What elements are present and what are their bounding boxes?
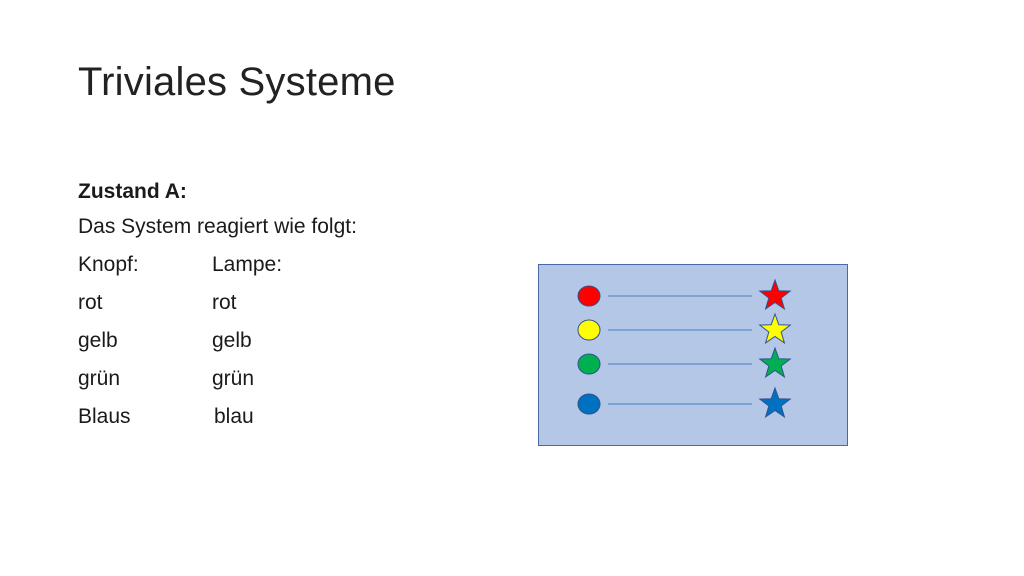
- circle-button-icon: [577, 285, 601, 307]
- star-lamp-icon: [758, 312, 792, 345]
- row-lamp-value: gelb: [212, 329, 252, 352]
- system-diagram: [538, 264, 848, 446]
- slide-title: Triviales Systeme: [78, 60, 396, 104]
- system-diagram-svg: [538, 264, 848, 446]
- row-lamp-value: grün: [212, 367, 255, 390]
- header-lampe: Lampe:: [212, 253, 283, 276]
- state-heading: Zustand A:: [78, 180, 187, 203]
- table-row: gelb gelb: [78, 322, 357, 360]
- table-row: rot rot: [78, 284, 357, 322]
- intro-text: Das System reagiert wie folgt:: [78, 215, 357, 238]
- circle-button-icon: [577, 319, 601, 341]
- table-row: grün grün: [78, 360, 357, 398]
- row-lamp-value: rot: [212, 291, 237, 314]
- row-button-value: gelb: [78, 329, 118, 352]
- row-button-value: grün: [78, 367, 121, 390]
- circle-button-icon: [577, 353, 601, 375]
- header-knopf: Knopf:: [78, 253, 139, 276]
- star-lamp-icon: [758, 278, 792, 311]
- table-header-row: Knopf: Lampe:: [78, 246, 357, 284]
- row-button-value: Blaus: [78, 405, 131, 428]
- row-lamp-value: blau: [214, 405, 254, 428]
- star-lamp-icon: [758, 346, 792, 379]
- table-row: Blaus blau: [78, 398, 357, 436]
- slide-content: Zustand A: Das System reagiert wie folgt…: [78, 176, 357, 436]
- row-button-value: rot: [78, 291, 103, 314]
- circle-button-icon: [577, 393, 601, 415]
- star-lamp-icon: [758, 386, 792, 419]
